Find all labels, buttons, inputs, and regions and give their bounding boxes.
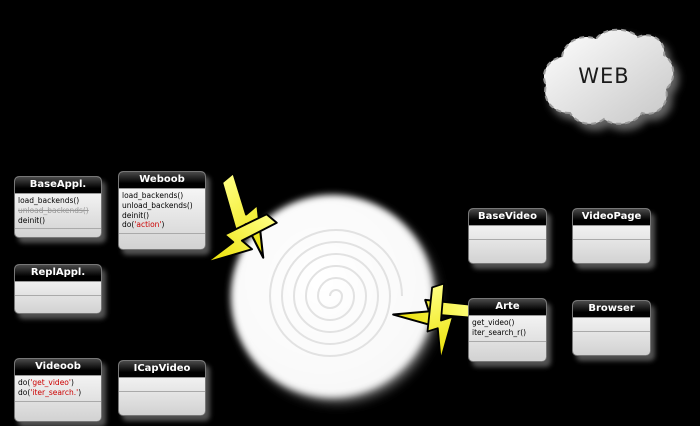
class-title: Videoob	[15, 359, 101, 376]
methods-section	[119, 378, 205, 392]
empty-section	[15, 229, 101, 237]
class-body	[119, 378, 205, 415]
method-text: )	[161, 220, 165, 230]
class-title: Arte	[469, 299, 546, 316]
class-box-videoob: Videoob do('get_video') do('iter_search.…	[14, 358, 102, 422]
class-box-browser: Browser	[572, 300, 651, 356]
method-label: do('action')	[122, 220, 202, 230]
method-label: do('get_video')	[18, 378, 98, 388]
class-body: get_video() iter_search_r()	[469, 316, 546, 361]
class-body: load_backends() unload_backends() deinit…	[119, 189, 205, 249]
class-box-icapvideo: ICapVideo	[118, 360, 206, 416]
class-body: load_backends() unload_backends() deinit…	[15, 194, 101, 237]
method-text-red: 'action'	[134, 220, 162, 230]
vortex-blob	[231, 195, 433, 397]
empty-section	[15, 296, 101, 313]
class-body	[573, 226, 650, 263]
class-box-basevideo: BaseVideo	[468, 208, 547, 264]
methods-section	[469, 226, 546, 240]
method-label: iter_search_r()	[472, 327, 527, 337]
method-label: get_video()	[472, 318, 515, 327]
methods-section: load_backends() unload_backends() deinit…	[15, 194, 101, 230]
method-label: load_backends()	[18, 196, 80, 205]
class-title: BaseVideo	[469, 209, 546, 226]
method-label: load_backends()	[122, 191, 184, 200]
class-title: ReplAppl.	[15, 265, 101, 282]
methods-section: do('get_video') do('iter_search.')	[15, 376, 101, 402]
empty-section	[15, 402, 101, 422]
class-title: VideoPage	[573, 209, 650, 226]
class-box-weboob: Weboob load_backends() unload_backends()…	[118, 171, 206, 250]
methods-section	[573, 318, 650, 332]
class-body: do('get_video') do('iter_search.')	[15, 376, 101, 421]
method-text: )	[78, 387, 82, 397]
class-box-replappl: ReplAppl.	[14, 264, 102, 314]
class-box-baseappl: BaseAppl. load_backends() unload_backend…	[14, 176, 102, 238]
class-title: ICapVideo	[119, 361, 205, 378]
class-body	[15, 282, 101, 313]
method-label: unload_backends()	[18, 205, 89, 215]
class-title: BaseAppl.	[15, 177, 101, 194]
method-label: do('iter_search.')	[18, 388, 98, 398]
method-label: deinit()	[122, 210, 150, 220]
empty-section	[573, 332, 650, 355]
methods-section	[573, 226, 650, 240]
method-text: do(	[18, 378, 31, 387]
class-box-arte: Arte get_video() iter_search_r()	[468, 298, 547, 362]
class-title: Weboob	[119, 172, 205, 189]
vortex-spiral	[231, 195, 433, 397]
empty-section	[119, 234, 205, 249]
spiral-line	[268, 229, 403, 357]
method-text-red: 'get_video'	[30, 378, 71, 387]
class-box-videopage: VideoPage	[572, 208, 651, 264]
class-body	[469, 226, 546, 263]
empty-section	[469, 240, 546, 263]
class-title: Browser	[573, 301, 650, 318]
web-cloud-label: WEB	[578, 64, 630, 88]
method-label: deinit()	[18, 215, 46, 225]
empty-section	[573, 240, 650, 263]
web-cloud	[543, 28, 675, 125]
method-label: unload_backends()	[122, 200, 193, 210]
cloud-shape	[543, 28, 675, 125]
empty-section	[469, 342, 546, 362]
method-text-red: 'iter_search.'	[30, 387, 79, 397]
methods-section: load_backends() unload_backends() deinit…	[119, 189, 205, 234]
methods-section: get_video() iter_search_r()	[469, 316, 546, 342]
methods-section	[15, 282, 101, 296]
method-text: do(	[122, 220, 135, 230]
method-text: do(	[18, 387, 31, 397]
class-body	[573, 318, 650, 355]
empty-section	[119, 392, 205, 415]
method-text: )	[70, 378, 74, 387]
